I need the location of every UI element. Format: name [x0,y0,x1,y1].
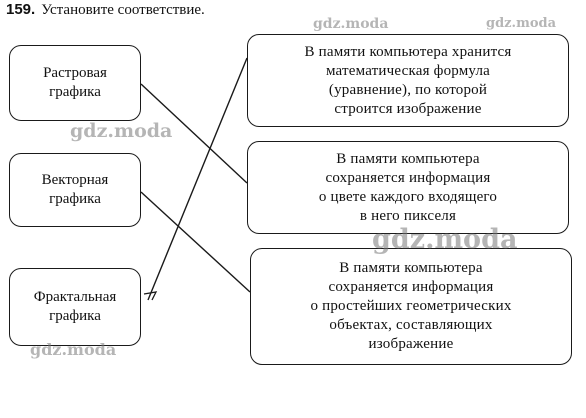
task-heading: 159. Установите соответствие. [6,0,205,20]
left-box-vector[interactable]: Векторная графика [9,153,141,227]
match-line-fractal-to-formula [147,57,248,301]
right-box-pixel[interactable]: В памяти компьютера сохраняется информац… [247,141,569,234]
task-text: Установите соответствие. [41,2,205,18]
left-box-fractal[interactable]: Фрактальная графика [9,268,141,346]
match-line-vector-to-objects [140,191,251,293]
left-box-vector-label: Векторная графика [41,172,109,207]
left-box-raster-label: Растровая графика [43,65,107,100]
right-box-formula[interactable]: В памяти компьютера хранится математичес… [247,34,569,127]
left-box-raster[interactable]: Растровая графика [9,45,141,121]
task-number: 159. [6,1,36,18]
match-line-raster-to-pixel [140,83,248,184]
right-box-objects[interactable]: В памяти компьютера сохраняется информац… [250,248,572,365]
right-box-objects-label: В памяти компьютера сохраняется информац… [310,260,512,352]
left-box-fractal-label: Фрактальная графика [33,289,117,324]
right-box-formula-label: В памяти компьютера хранится математичес… [304,43,512,117]
right-box-pixel-label: В памяти компьютера сохраняется информац… [318,150,498,224]
arrow-hook-mark [143,291,158,301]
